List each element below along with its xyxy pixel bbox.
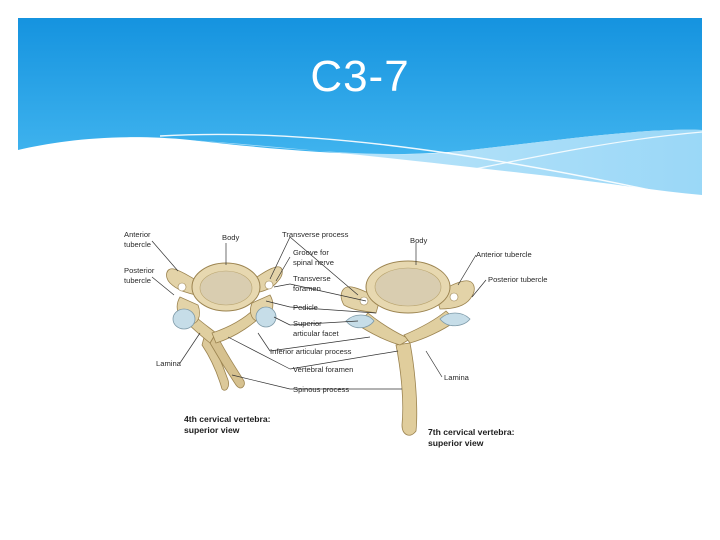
c7-body-surface — [375, 268, 441, 306]
c7-vertebra — [341, 261, 474, 435]
label-vertebral-foramen: Vertebral foramen — [293, 365, 353, 374]
label-posterior-tubercle-l1: Posterior — [124, 266, 155, 275]
c4-transverse-foramen-right — [265, 281, 273, 289]
c4-transverse-foramen-left — [178, 283, 186, 291]
c4-vertebra — [167, 263, 283, 390]
caption-c7-line2: superior view — [428, 438, 484, 448]
slide-title: C3-7 — [0, 52, 720, 102]
c4-body-surface — [200, 271, 252, 305]
label-spinous-process: Spinous process — [293, 385, 349, 394]
label-lamina-right: Lamina — [444, 373, 470, 382]
label-posterior-tubercle-l2: tubercle — [124, 276, 151, 285]
label-body-right: Body — [410, 236, 428, 245]
caption-c7-line1: 7th cervical vertebra: — [428, 427, 515, 437]
label-transverse-foramen-l2: foramen — [293, 284, 321, 293]
label-lamina-left: Lamina — [156, 359, 182, 368]
label-anterior-tubercle-right: Anterior tubercle — [476, 250, 532, 259]
caption-c4-line2: superior view — [184, 425, 240, 435]
c4-superior-facet-left — [173, 309, 195, 329]
label-superior-facet-l1: Superior — [293, 319, 322, 328]
labels: Anterior tubercle Posterior tubercle Lam… — [124, 230, 548, 448]
label-inferior-process: Inferior articular process — [270, 347, 352, 356]
label-pedicle: Pedicle — [293, 303, 318, 312]
vertebrae-illustration: Anterior tubercle Posterior tubercle Lam… — [118, 225, 558, 455]
label-anterior-tubercle-l2: tubercle — [124, 240, 151, 249]
label-body-left: Body — [222, 233, 240, 242]
label-posterior-tubercle-right: Posterior tubercle — [488, 275, 548, 284]
caption-c4-line1: 4th cervical vertebra: — [184, 414, 271, 424]
label-superior-facet-l2: articular facet — [293, 329, 339, 338]
c4-superior-facet-right — [256, 307, 276, 327]
label-groove-l2: spinal nerve — [293, 258, 334, 267]
c7-transverse-foramen-right — [450, 293, 458, 301]
label-anterior-tubercle-l1: Anterior — [124, 230, 151, 239]
c7-transverse-foramen-left — [360, 297, 368, 305]
label-groove-l1: Groove for — [293, 248, 329, 257]
label-transverse-process: Transverse process — [282, 230, 349, 239]
label-transverse-foramen-l1: Transverse — [293, 274, 331, 283]
